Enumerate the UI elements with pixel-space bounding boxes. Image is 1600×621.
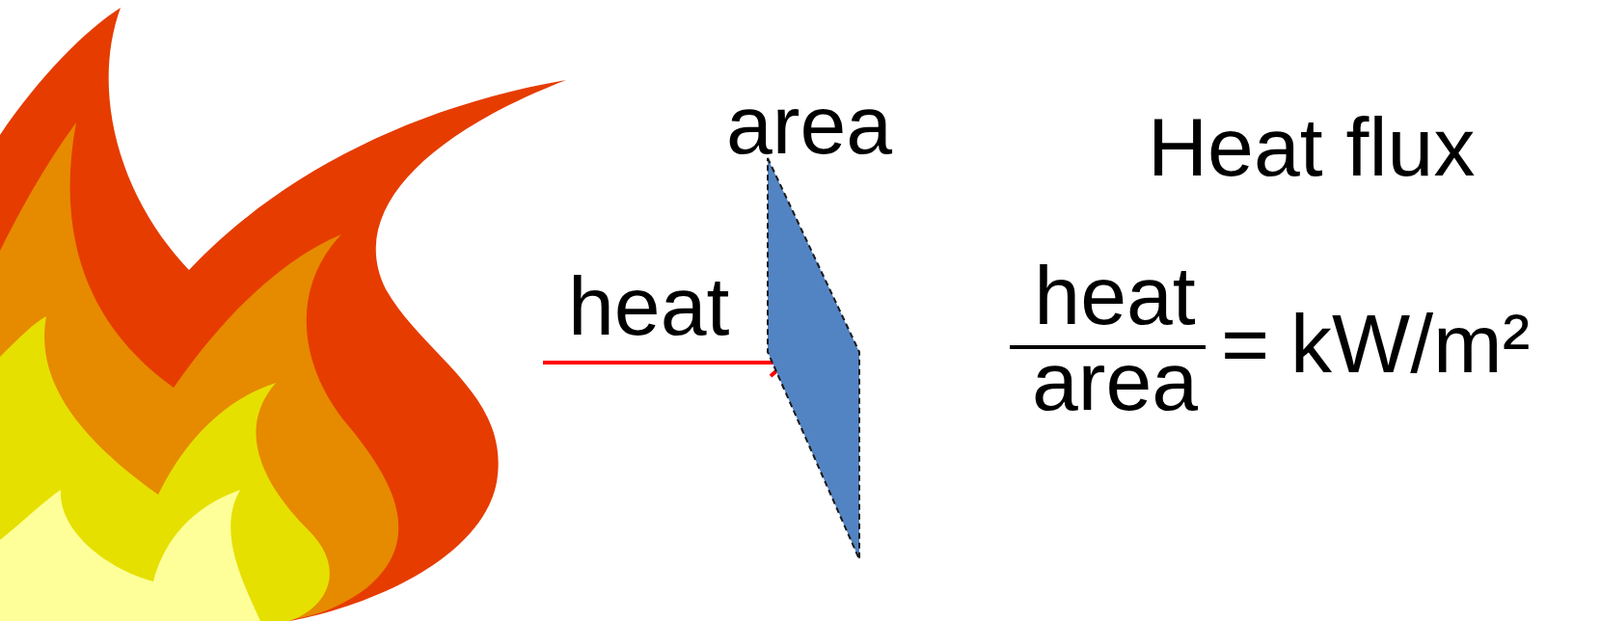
area-surface: area xyxy=(761,82,868,566)
flame-core xyxy=(0,489,261,621)
fraction-numerator: heat xyxy=(1033,253,1195,337)
flame-outer xyxy=(0,7,567,621)
diagram-title: Heat flux xyxy=(1147,105,1475,189)
area-label: area xyxy=(726,82,893,166)
heat-label: heat xyxy=(568,264,730,348)
flame-middle xyxy=(0,122,399,621)
area-shape xyxy=(767,158,860,560)
unit-label: kW/m² xyxy=(1290,301,1530,385)
flame-inner xyxy=(0,316,330,621)
equals-sign: = xyxy=(1220,301,1270,385)
heat-arrow xyxy=(542,360,785,365)
fraction-denominator: area xyxy=(1031,339,1198,423)
